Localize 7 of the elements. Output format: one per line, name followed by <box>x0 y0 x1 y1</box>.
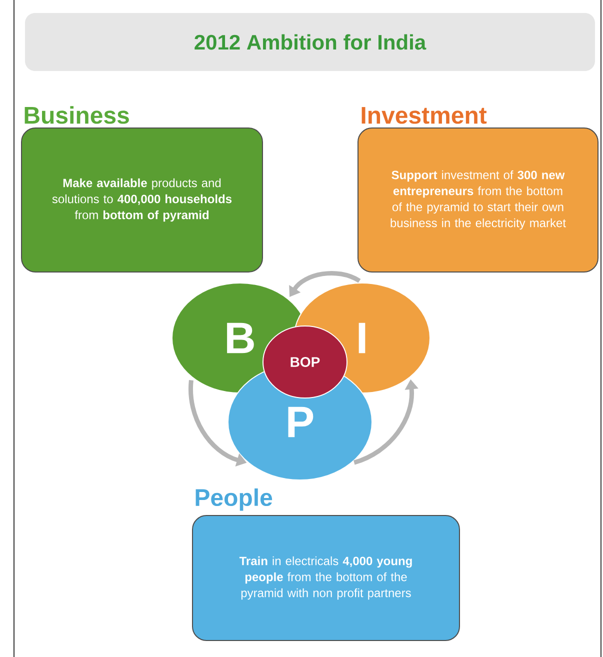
text-box: Support investment of 300 new entrepreneurs from the bottom of the pyramid to start their own business in the electricity market <box>358 128 598 272</box>
title-band: 2012 Ambition for India <box>25 13 595 72</box>
text-box: Make available products and solutions to 400,000 households from bottom of pyramid <box>21 128 263 272</box>
heading: Business <box>24 106 129 124</box>
text-box: Train in electricals 4,000 young people from the bottom of the pyramid with non profit partners <box>192 515 460 641</box>
heading: People <box>196 488 272 511</box>
heading: Investment <box>362 107 487 124</box>
